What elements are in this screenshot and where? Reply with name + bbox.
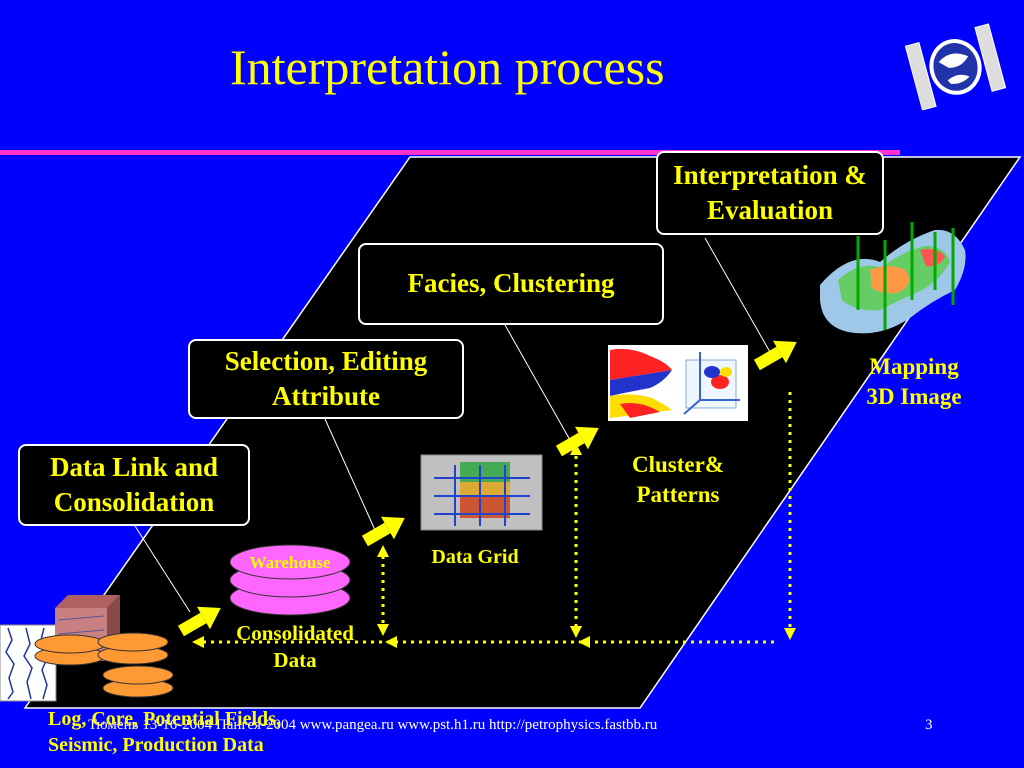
stage-facies-clustering: Facies, Clustering xyxy=(358,243,664,325)
mapping-label-line1: Mapping xyxy=(869,354,959,379)
leader-lines xyxy=(134,237,771,613)
cluster-label: Cluster& Patterns xyxy=(608,450,748,510)
footer-text: Тюмень 13-16-2004 Пангея-2004 www.pangea… xyxy=(88,717,658,733)
sources-label: Log, Core, Potential Fields, Seismic, Pr… xyxy=(48,706,281,758)
mapping-label: Mapping 3D Image xyxy=(840,352,988,412)
dotted-arrowheads xyxy=(192,443,796,648)
data-grid-icon xyxy=(420,454,543,531)
title-rule xyxy=(0,150,900,155)
sources-label-line2: Seismic, Production Data xyxy=(48,734,264,756)
source-disks xyxy=(34,632,174,698)
consolidated-label-line2: Data xyxy=(273,648,317,673)
stage-selection-editing: Selection, Editing Attribute xyxy=(188,339,464,419)
warehouse-label: Warehouse xyxy=(250,553,331,572)
consolidated-data-label: Consolidated Data xyxy=(225,620,365,675)
slide-title: Interpretation process xyxy=(230,39,665,95)
cluster-label-line2: Patterns xyxy=(636,481,720,507)
diagram-panel xyxy=(23,156,1022,709)
cluster-icon xyxy=(608,345,748,421)
stage-data-link-consolidation: Data Link and Consolidation xyxy=(18,444,250,526)
arrow-icon xyxy=(177,340,797,637)
consolidated-label-line1: Consolidated xyxy=(236,621,354,645)
cluster-label-line1: Cluster& xyxy=(632,452,724,477)
logo-icon xyxy=(904,23,1007,110)
dotted-connectors xyxy=(195,392,792,644)
mapping-3d-icon xyxy=(820,222,966,334)
stage-interpretation-evaluation: Interpretation & Evaluation xyxy=(656,151,884,235)
data-grid-label: Data Grid xyxy=(431,546,519,568)
page-number: 3 xyxy=(925,717,933,733)
warehouse-stack xyxy=(229,544,351,616)
mapping-label-line2: 3D Image xyxy=(866,383,962,409)
sources-label-line1: Log, Core, Potential Fields, xyxy=(48,708,281,730)
